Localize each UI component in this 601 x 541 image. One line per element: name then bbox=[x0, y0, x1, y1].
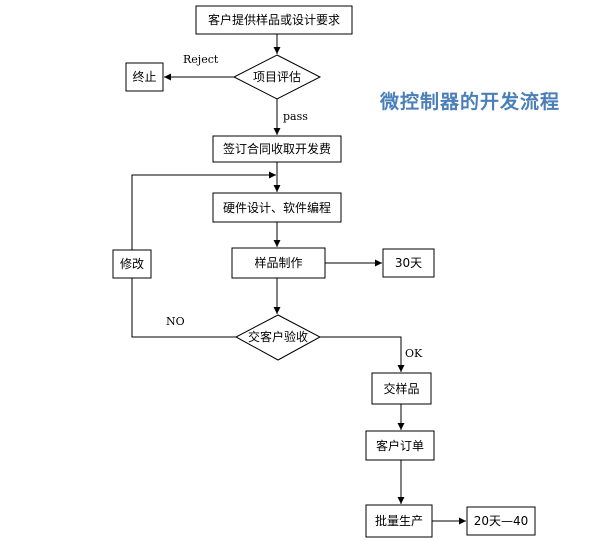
node-production-time-label: 20天—40 bbox=[474, 514, 529, 528]
node-contract-label: 签订合同收取开发费 bbox=[223, 141, 331, 156]
node-modify: 修改 bbox=[112, 249, 152, 279]
node-production-label: 批量生产 bbox=[375, 513, 423, 528]
node-request: 客户提供样品或设计要求 bbox=[195, 5, 353, 35]
node-sample-time: 30天 bbox=[382, 248, 435, 278]
node-design: 硬件设计、软件编程 bbox=[212, 192, 342, 223]
diagram-title: 微控制器的开发流程 bbox=[379, 90, 560, 113]
node-terminate: 终止 bbox=[125, 62, 164, 92]
node-production-time: 20天—40 bbox=[466, 506, 536, 536]
node-deliver-label: 交样品 bbox=[383, 381, 419, 396]
node-sample-label: 样品制作 bbox=[254, 255, 302, 270]
arrow-acceptance-to-deliver bbox=[320, 336, 405, 372]
node-request-label: 客户提供样品或设计要求 bbox=[208, 12, 340, 27]
arrow-modify-to-design bbox=[131, 171, 276, 250]
node-acceptance: 交客户验收 bbox=[234, 314, 322, 361]
line-acceptance-to-modify bbox=[131, 278, 236, 338]
node-evaluate: 项目评估 bbox=[232, 54, 322, 100]
edge-label-reject: Reject bbox=[183, 53, 219, 66]
node-contract: 签订合同收取开发费 bbox=[212, 135, 342, 163]
edge-label-pass: pass bbox=[283, 110, 308, 123]
node-design-label: 硬件设计、软件编程 bbox=[223, 200, 331, 215]
node-deliver: 交样品 bbox=[371, 372, 432, 405]
connectors bbox=[131, 34, 466, 525]
node-terminate-label: 终止 bbox=[132, 69, 156, 84]
node-evaluate-label: 项目评估 bbox=[253, 70, 301, 84]
node-sample: 样品制作 bbox=[231, 247, 326, 279]
node-sample-time-label: 30天 bbox=[395, 256, 422, 270]
edge-label-ok: OK bbox=[405, 347, 423, 360]
node-modify-label: 修改 bbox=[120, 256, 144, 271]
edge-label-no: NO bbox=[166, 315, 185, 328]
node-order-label: 客户订单 bbox=[376, 438, 424, 453]
node-production: 批量生产 bbox=[365, 504, 433, 538]
node-acceptance-label: 交客户验收 bbox=[248, 329, 308, 344]
node-order: 客户订单 bbox=[365, 430, 435, 461]
